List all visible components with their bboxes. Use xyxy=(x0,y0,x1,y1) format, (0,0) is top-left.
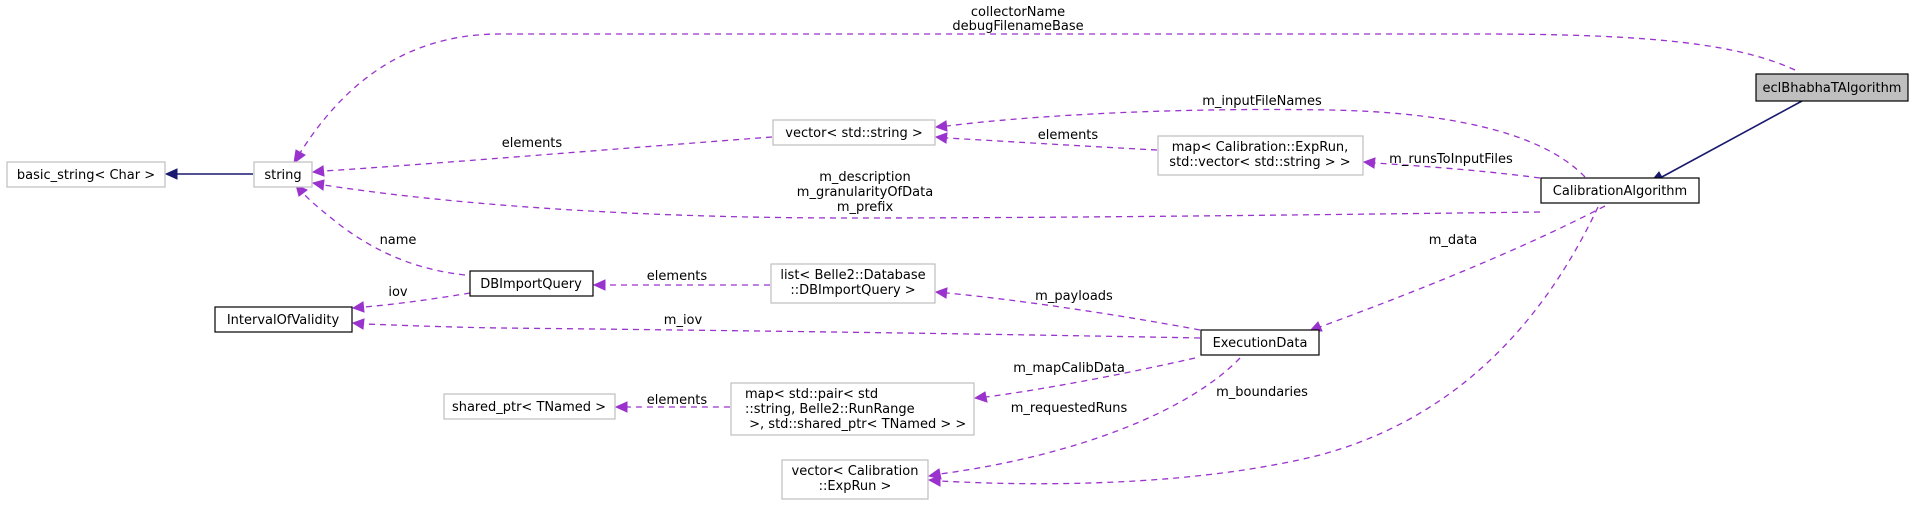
edge-label-line: m_prefix xyxy=(837,200,894,215)
edge-m-runstoinputfiles xyxy=(1362,157,1541,179)
edge-label-elements-shared: elements xyxy=(647,393,708,408)
edge-label-m-inputfilenames: m_inputFileNames xyxy=(1202,94,1322,109)
node-dbimportquery[interactable]: DBImportQuery xyxy=(469,270,594,297)
node-eclbhabhatalgorithm[interactable]: eclBhabhaTAlgorithm xyxy=(1755,73,1909,102)
edge-label-elements-list: elements xyxy=(647,269,708,284)
edge-label-m-iov: m_iov xyxy=(664,313,703,328)
node-label: DBImportQuery xyxy=(480,277,582,292)
edge-m-iov xyxy=(351,318,1201,339)
edge-label-line: m_description xyxy=(819,170,910,185)
edge-label-line: m_inputFileNames xyxy=(1202,94,1322,109)
edge-collector-debug xyxy=(293,33,1796,165)
node-label: basic_string< Char > xyxy=(17,168,155,183)
node-label: ExecutionData xyxy=(1213,336,1308,351)
edge-m-mapcalibdata xyxy=(973,357,1196,403)
node-label: >, std::shared_ptr< TNamed > > xyxy=(745,417,966,432)
edge-label-line: collectorName xyxy=(971,5,1065,20)
edge-label-line: iov xyxy=(388,285,408,300)
edge-label-line: m_payloads xyxy=(1035,289,1113,304)
node-label: map< std::pair< std xyxy=(745,387,878,402)
node-intervalofvalidity[interactable]: IntervalOfValidity xyxy=(214,306,353,333)
edge-label-line: m_iov xyxy=(664,313,703,328)
edge-label-elements-vector-string: elements xyxy=(502,136,563,151)
edge-description-granularity-prefix xyxy=(311,179,1541,219)
edge-m-requestedruns xyxy=(927,357,1241,480)
node-label: ::DBImportQuery > xyxy=(790,283,915,298)
edge-label-line: m_data xyxy=(1429,233,1477,248)
node-label: vector< Calibration xyxy=(792,464,919,479)
node-label: ::ExpRun > xyxy=(819,479,892,494)
node-label: list< Belle2::Database xyxy=(780,268,925,283)
node-string: string xyxy=(253,161,313,188)
node-list-dbimportquery: list< Belle2::Database ::DBImportQuery > xyxy=(770,263,936,304)
edge-label-line: elements xyxy=(502,136,563,151)
node-label: std::vector< std::string > > xyxy=(1169,155,1350,170)
edge-label-m-data: m_data xyxy=(1429,233,1477,248)
edge-label-m-payloads: m_payloads xyxy=(1035,289,1113,304)
edge-label-line: elements xyxy=(1038,128,1099,143)
edge-label-elements-map-exprun: elements xyxy=(1038,128,1099,143)
edge-label-line: name xyxy=(380,233,417,248)
node-shared-ptr-tnamed: shared_ptr< TNamed > xyxy=(443,393,616,420)
node-label: IntervalOfValidity xyxy=(227,313,340,328)
edge-elements-shared xyxy=(614,401,731,413)
edge-label-collector-debug: collectorName debugFilenameBase xyxy=(952,5,1083,34)
edge-elements-vector-string xyxy=(311,136,773,177)
edge-label-line: m_runsToInputFiles xyxy=(1389,152,1513,167)
node-calibrationalgorithm[interactable]: CalibrationAlgorithm xyxy=(1540,177,1700,204)
edge-name xyxy=(295,184,466,276)
edge-label-m-mapcalibdata: m_mapCalibData xyxy=(1013,361,1125,376)
edge-label-m-runstoinputfiles: m_runsToInputFiles xyxy=(1389,152,1513,167)
edge-m-inputfilenames xyxy=(934,108,1586,178)
node-label: ::string, Belle2::RunRange xyxy=(745,402,915,417)
node-label: map< Calibration::ExpRun, xyxy=(1172,140,1349,155)
node-executiondata[interactable]: ExecutionData xyxy=(1200,329,1320,356)
edge-m-data xyxy=(1308,205,1606,332)
edge-label-line: m_requestedRuns xyxy=(1011,401,1128,416)
edge-elements-list xyxy=(592,279,770,291)
node-basic-string: basic_string< Char > xyxy=(6,161,166,188)
node-label: vector< std::string > xyxy=(785,126,922,141)
node-label: CalibrationAlgorithm xyxy=(1553,184,1687,199)
node-map-exprun-vector-string: map< Calibration::ExpRun, std::vector< s… xyxy=(1157,135,1364,176)
edge-label-line: elements xyxy=(647,269,708,284)
node-label: string xyxy=(264,168,301,183)
edge-label-line: m_mapCalibData xyxy=(1013,361,1125,376)
edge-elements-map-exprun xyxy=(934,132,1158,151)
edge-m-boundaries xyxy=(927,206,1599,487)
edge-iov xyxy=(351,292,471,313)
edge-inherit-eclbhabha-to-calibrationalgorithm xyxy=(1648,100,1803,184)
edge-m-payloads xyxy=(934,287,1201,331)
edge-label-line: m_boundaries xyxy=(1216,385,1308,400)
edge-label-name: name xyxy=(380,233,417,248)
node-map-pair-runrange-shared-ptr: map< std::pair< std ::string, Belle2::Ru… xyxy=(730,382,975,436)
edge-label-line: elements xyxy=(647,393,708,408)
node-vector-std-string: vector< std::string > xyxy=(772,119,936,146)
edge-label-line: debugFilenameBase xyxy=(952,19,1083,34)
node-vector-calibration-exprun: vector< Calibration ::ExpRun > xyxy=(781,459,929,500)
edge-label-m-boundaries: m_boundaries xyxy=(1216,385,1308,400)
node-label: eclBhabhaTAlgorithm xyxy=(1763,81,1902,96)
edge-inherit-string-to-basic-string xyxy=(164,168,253,180)
node-label: shared_ptr< TNamed > xyxy=(452,400,606,415)
edge-label-line: m_granularityOfData xyxy=(797,185,933,200)
edge-label-description-granularity-prefix: m_description m_granularityOfData m_pref… xyxy=(797,170,933,215)
edge-label-m-requestedruns: m_requestedRuns xyxy=(1011,401,1128,416)
edge-label-iov: iov xyxy=(388,285,408,300)
